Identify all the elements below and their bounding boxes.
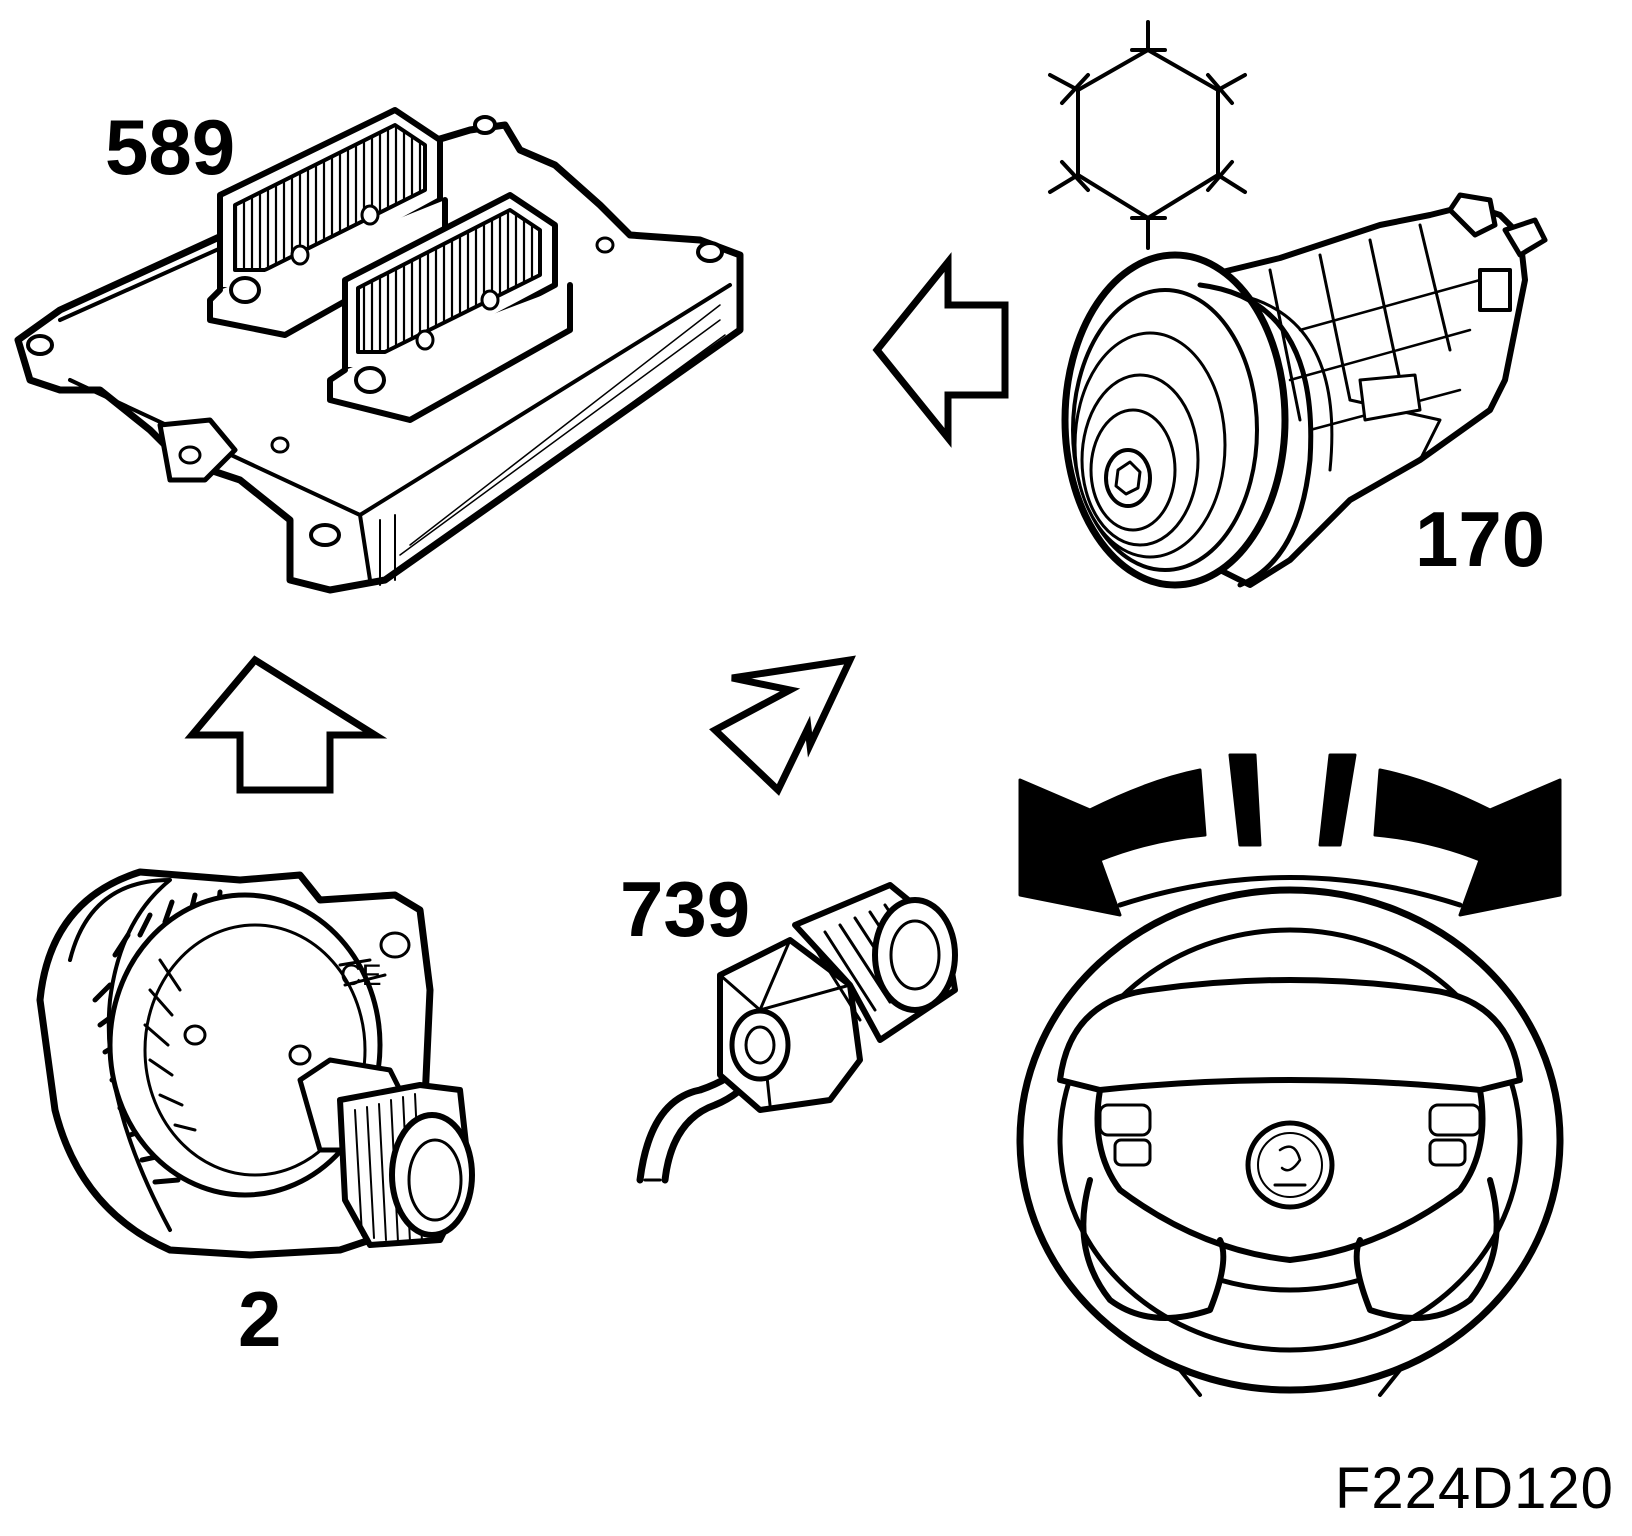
pressure-sensor-icon [636,882,958,1184]
logo-emblem [1245,1120,1335,1210]
alternator-icon: CE [36,868,475,1259]
label-sensor-739: 739 [620,865,751,953]
ecu-module-icon [14,107,744,594]
steering-wheel-icon [1016,753,1564,1397]
label-ecu-589: 589 [105,103,236,191]
label-alternator-2: 2 [238,1275,282,1363]
svg-text:CE: CE [340,959,382,992]
arrow-up-icon [184,655,388,794]
arrow-left-icon [872,252,1009,448]
label-compressor-170: 170 [1415,495,1546,583]
figure-code: F224D120 [1335,1456,1614,1521]
ac-compressor-icon [1061,192,1548,589]
arrow-up-right-icon [709,655,856,796]
snowflake-icon [1048,20,1247,250]
